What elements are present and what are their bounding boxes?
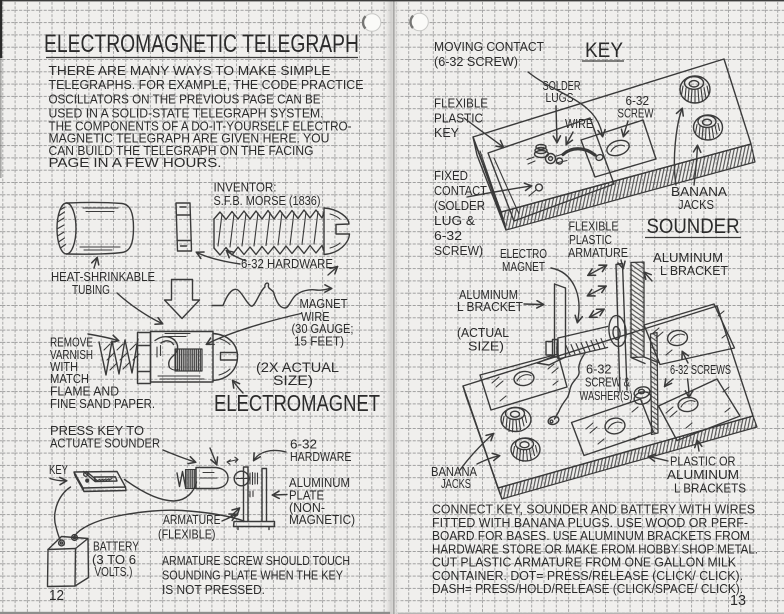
svg-text:FLEXIBLE: FLEXIBLE xyxy=(434,97,488,111)
svg-text:MAGNETIC): MAGNETIC) xyxy=(289,513,355,527)
svg-text:(NON-: (NON- xyxy=(289,501,325,515)
svg-text:PLASTIC OR: PLASTIC OR xyxy=(670,455,736,469)
svg-text:TELEGRAPHS. FOR EXAMPLE, THE C: TELEGRAPHS. FOR EXAMPLE, THE CODE PRACTI… xyxy=(49,78,364,92)
svg-text:CUT PLASTIC ARMATURE FROM ONE: CUT PLASTIC ARMATURE FROM ONE GALLON MIL… xyxy=(432,556,737,570)
svg-text:BATTERY: BATTERY xyxy=(93,540,139,554)
svg-text:VARNISH: VARNISH xyxy=(50,348,93,362)
svg-text:6-32: 6-32 xyxy=(586,363,612,377)
svg-text:CONTAINER. DOT= PRESS/RELEASE: CONTAINER. DOT= PRESS/RELEASE (CLICK/ CL… xyxy=(432,569,743,583)
svg-text:12: 12 xyxy=(49,587,64,604)
svg-text:PRESS KEY TO: PRESS KEY TO xyxy=(50,424,144,438)
svg-text:6-32 HARDWARE: 6-32 HARDWARE xyxy=(241,257,333,271)
svg-text:USED IN A SOLID-STATE TELEGRAP: USED IN A SOLID-STATE TELEGRAPH SYSTEM. xyxy=(49,107,324,121)
svg-text:WITH: WITH xyxy=(50,360,78,374)
svg-text:LUGS: LUGS xyxy=(546,91,574,105)
svg-text:FINE SAND PAPER.: FINE SAND PAPER. xyxy=(50,397,155,411)
svg-text:FIXED: FIXED xyxy=(434,169,468,183)
svg-text:MATCH: MATCH xyxy=(50,372,89,386)
svg-text:BOARD FOR BASES. USE ALUMINUM: BOARD FOR BASES. USE ALUMINUM BRACKETS F… xyxy=(432,529,750,543)
svg-text:FLEXIBLE: FLEXIBLE xyxy=(569,220,619,234)
svg-text:L BRACKETS: L BRACKETS xyxy=(674,482,746,496)
svg-text:PLATE: PLATE xyxy=(289,489,324,503)
svg-text:SOLDER: SOLDER xyxy=(543,79,581,93)
svg-text:FITTED WITH BANANA PLUGS. USE: FITTED WITH BANANA PLUGS. USE WOOD OR PE… xyxy=(432,516,748,530)
svg-text:PLASTIC: PLASTIC xyxy=(434,112,483,126)
svg-text:ALUMINUM: ALUMINUM xyxy=(653,251,723,265)
svg-text:ACTUATE SOUNDER: ACTUATE SOUNDER xyxy=(50,437,160,451)
svg-text:KEY: KEY xyxy=(434,126,460,140)
svg-text:ELECTROMAGNET: ELECTROMAGNET xyxy=(214,390,380,416)
svg-text:THERE ARE MANY WAYS TO MAKE SI: THERE ARE MANY WAYS TO MAKE SIMPLE xyxy=(49,64,331,78)
svg-text:MAGNET: MAGNET xyxy=(300,297,348,311)
svg-text:ELECTROMAGNETIC TELEGRAPH: ELECTROMAGNETIC TELEGRAPH xyxy=(44,30,359,58)
svg-text:LUG &: LUG & xyxy=(434,214,476,228)
svg-text:SOUNDER: SOUNDER xyxy=(647,214,740,238)
svg-text:KEY: KEY xyxy=(49,463,68,477)
svg-text:JACKS: JACKS xyxy=(441,477,471,491)
svg-text:INVENTOR:: INVENTOR: xyxy=(214,181,277,195)
svg-text:13: 13 xyxy=(730,592,746,609)
svg-text:(SOLDER: (SOLDER xyxy=(434,199,485,213)
svg-text:ALUMINUM: ALUMINUM xyxy=(667,468,739,482)
svg-text:REMOVE: REMOVE xyxy=(50,336,93,350)
svg-text:(2X ACTUAL: (2X ACTUAL xyxy=(256,360,340,375)
svg-text:MOVING CONTACT: MOVING CONTACT xyxy=(434,40,544,54)
svg-text:CONNECT KEY, SOUNDER AND BATTE: CONNECT KEY, SOUNDER AND BATTERY WITH WI… xyxy=(432,503,755,517)
svg-text:SCREW &: SCREW & xyxy=(585,376,630,390)
svg-text:SOUNDING PLATE WHEN THE KEY: SOUNDING PLATE WHEN THE KEY xyxy=(162,569,343,583)
svg-text:CAN BUILD THE TELEGRAPH ON THE: CAN BUILD THE TELEGRAPH ON THE FACING xyxy=(49,144,314,158)
svg-text:VOLTS.): VOLTS.) xyxy=(95,565,133,579)
svg-text:OSCILLATORS ON THE PREVIOUS PA: OSCILLATORS ON THE PREVIOUS PAGE CAN BE xyxy=(49,92,321,106)
svg-text:6-32: 6-32 xyxy=(290,438,317,452)
svg-text:HARDWARE: HARDWARE xyxy=(290,450,352,464)
svg-text:6-32: 6-32 xyxy=(626,94,650,108)
svg-text:ELECTRO: ELECTRO xyxy=(500,247,547,261)
svg-text:6-32: 6-32 xyxy=(434,229,462,243)
svg-text:DASH= PRESS/HOLD/RELEASE (CLIC: DASH= PRESS/HOLD/RELEASE (CLICK/SPACE/ C… xyxy=(432,582,743,596)
svg-text:WIRE: WIRE xyxy=(565,117,593,131)
svg-text:MAGNET: MAGNET xyxy=(502,260,545,274)
svg-text:SCREW): SCREW) xyxy=(434,244,483,258)
svg-text:S.F.B. MORSE (1836): S.F.B. MORSE (1836) xyxy=(214,194,321,208)
svg-text:KEY: KEY xyxy=(585,38,623,62)
svg-text:BANANA: BANANA xyxy=(671,185,728,199)
svg-text:TUBING: TUBING xyxy=(72,282,110,297)
svg-text:ARMATURE: ARMATURE xyxy=(568,246,628,260)
svg-text:SCREW: SCREW xyxy=(618,107,654,121)
svg-text:ALUMINUM: ALUMINUM xyxy=(289,476,350,490)
svg-text:PAGE IN A FEW HOURS.: PAGE IN A FEW HOURS. xyxy=(49,156,222,170)
svg-text:(FLEXIBLE): (FLEXIBLE) xyxy=(158,528,216,542)
svg-text:ARMATURE: ARMATURE xyxy=(163,513,221,527)
svg-text:WIRE: WIRE xyxy=(301,310,330,324)
svg-text:HEAT-SHRINKABLE: HEAT-SHRINKABLE xyxy=(51,269,155,284)
svg-text:(6-32 SCREW): (6-32 SCREW) xyxy=(434,55,518,69)
svg-text:THE COMPONENTS OF A DO-IT-YOUR: THE COMPONENTS OF A DO-IT-YOURSELF ELECT… xyxy=(49,120,352,134)
svg-text:(3 TO 6: (3 TO 6 xyxy=(92,553,136,567)
svg-text:HARDWARE STORE OR MAKE FROM HO: HARDWARE STORE OR MAKE FROM HOBBY SHOP M… xyxy=(432,543,758,557)
svg-text:15 FEET): 15 FEET) xyxy=(294,335,344,349)
svg-text:IS NOT PRESSED.: IS NOT PRESSED. xyxy=(162,583,265,597)
svg-text:CONTACT: CONTACT xyxy=(434,184,487,198)
svg-text:SIZE): SIZE) xyxy=(468,340,504,354)
svg-text:ARMATURE SCREW SHOULD TOUCH: ARMATURE SCREW SHOULD TOUCH xyxy=(162,554,350,568)
svg-text:FLAME AND: FLAME AND xyxy=(50,385,119,399)
svg-text:JACKS: JACKS xyxy=(678,198,714,212)
svg-text:L BRACKET: L BRACKET xyxy=(457,300,523,314)
svg-text:ALUMINUM: ALUMINUM xyxy=(459,288,518,302)
svg-text:PLASTIC: PLASTIC xyxy=(569,233,612,247)
svg-text:SIZE): SIZE) xyxy=(273,373,313,388)
svg-text:L BRACKET: L BRACKET xyxy=(660,264,728,278)
svg-text:6-32 SCREWS: 6-32 SCREWS xyxy=(670,363,731,377)
svg-text:MAGNETIC TELEGRAPH ARE GIVEN H: MAGNETIC TELEGRAPH ARE GIVEN HERE. YOU xyxy=(49,132,330,146)
svg-text:(30 GAUGE;: (30 GAUGE; xyxy=(292,322,354,336)
svg-text:WASHER(S): WASHER(S) xyxy=(580,389,633,403)
svg-text:BANANA: BANANA xyxy=(431,465,477,479)
svg-text:(ACTUAL: (ACTUAL xyxy=(457,326,509,340)
